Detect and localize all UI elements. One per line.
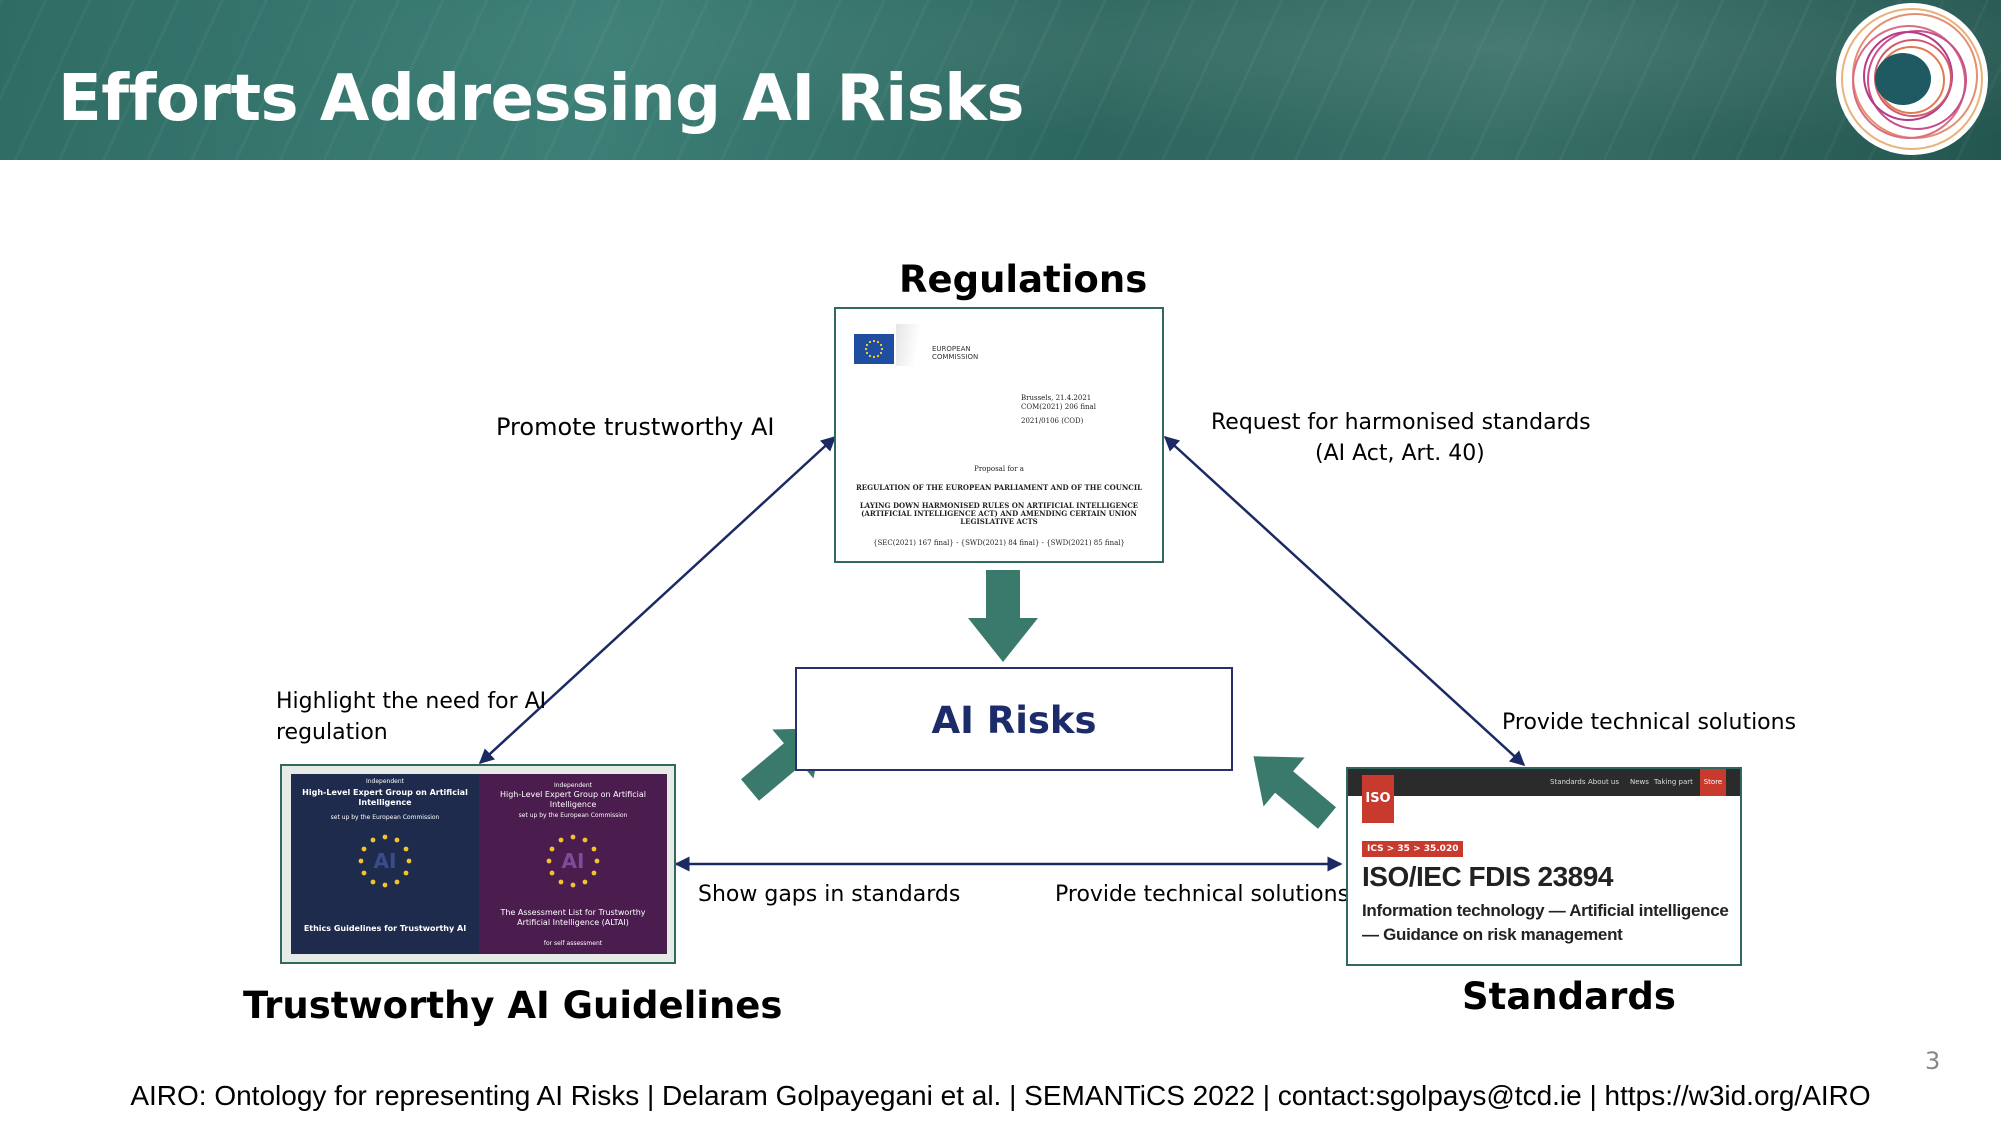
page-number: 3 [1925,1047,1941,1075]
ethics-guidelines-title: Ethics Guidelines for Trustworthy AI [303,924,467,933]
arrow-guidelines-regulations [478,435,837,765]
cover-independent: Independent [365,778,405,785]
altai-cover: Independent High-Level Expert Group on A… [479,774,667,954]
iso-nav-standards[interactable]: Standards [1550,778,1586,786]
altai-title: The Assessment List for Trustworthy Arti… [500,908,646,927]
regulations-heading: Regulations [899,258,1148,301]
cover-independent: Independent [553,782,593,789]
guidelines-heading: Trustworthy AI Guidelines [243,984,783,1027]
airo-logo [1836,3,1988,155]
block-arrow-standards-to-risks [1253,756,1336,829]
label-provide-bottom: Provide technical solutions [1055,882,1350,907]
guidelines-covers: Independent High-Level Expert Group on A… [280,764,676,964]
cover-group: High-Level Expert Group on Artificial In… [302,788,468,807]
ai-risks-box: AI Risks [795,667,1233,771]
proposal-line: Proposal for a [974,465,1024,473]
regulation-line: REGULATION OF THE EUROPEAN PARLIAMENT AN… [855,483,1143,492]
iso-nav-taking-part[interactable]: Taking part [1654,778,1693,786]
slide-title: Efforts Addressing AI Risks [58,62,1024,136]
emblem-text: AI [374,849,397,873]
cover-setup: set up by the European Commission [518,812,628,819]
label-request: Request for harmonised standards [1211,410,1591,435]
issuer-name: EUROPEAN COMMISSION [932,345,979,361]
ai-risks-label: AI Risks [931,699,1097,742]
standards-heading: Standards [1462,975,1676,1018]
label-promote: Promote trustworthy AI [496,413,775,441]
iso-standard-page: Standards About us News Taking part Stor… [1346,767,1742,966]
place-date: Brussels, 21.4.2021 COM(2021) 206 final [1021,394,1096,411]
standard-code: ISO/IEC FDIS 23894 [1362,861,1613,892]
iso-nav-bar [1348,769,1740,796]
ai-star-emblem-icon: AI [358,834,412,888]
iso-nav-about[interactable]: About us [1588,778,1620,786]
label-highlight: Highlight the need for AI regulation [276,689,547,745]
label-request-sub: (AI Act, Art. 40) [1315,441,1485,466]
eu-ai-act-document: EUROPEAN COMMISSION Brussels, 21.4.2021 … [834,307,1164,563]
altai-subtitle: for self assessment [543,940,603,947]
slide-footer: AIRO: Ontology for representing AI Risks… [130,1080,1871,1111]
iso-store-button[interactable]: Store [1700,769,1726,796]
iso-logo: ISO [1362,775,1394,823]
commission-strip [896,324,926,366]
cover-group: High-Level Expert Group on Artificial In… [499,790,646,809]
block-arrow-regulations-to-risks [968,570,1038,662]
ethics-guidelines-cover: Independent High-Level Expert Group on A… [291,774,479,954]
emblem-text: AI [562,849,585,873]
label-show-gaps: Show gaps in standards [698,882,961,907]
eu-flag-icon [854,334,894,364]
reference-line: {SEC(2021) 167 final} - {SWD(2021) 84 fi… [873,539,1125,547]
ai-star-emblem-icon: AI [546,834,600,888]
iso-nav-news[interactable]: News [1630,778,1649,786]
cover-setup: set up by the European Commission [330,814,440,821]
banner-texture [0,0,2001,160]
procedure-number: 2021/0106 (COD) [1021,417,1084,425]
ics-breadcrumb[interactable]: ICS > 35 > 35.020 [1362,841,1464,857]
laying-down-line: LAYING DOWN HARMONISED RULES ON ARTIFICI… [859,501,1139,526]
title-banner: Efforts Addressing AI Risks [0,0,2001,160]
arrow-regulations-standards [1163,435,1526,767]
standard-description: Information technology — Artificial inte… [1362,901,1729,944]
label-provide-right: Provide technical solutions [1502,710,1797,735]
